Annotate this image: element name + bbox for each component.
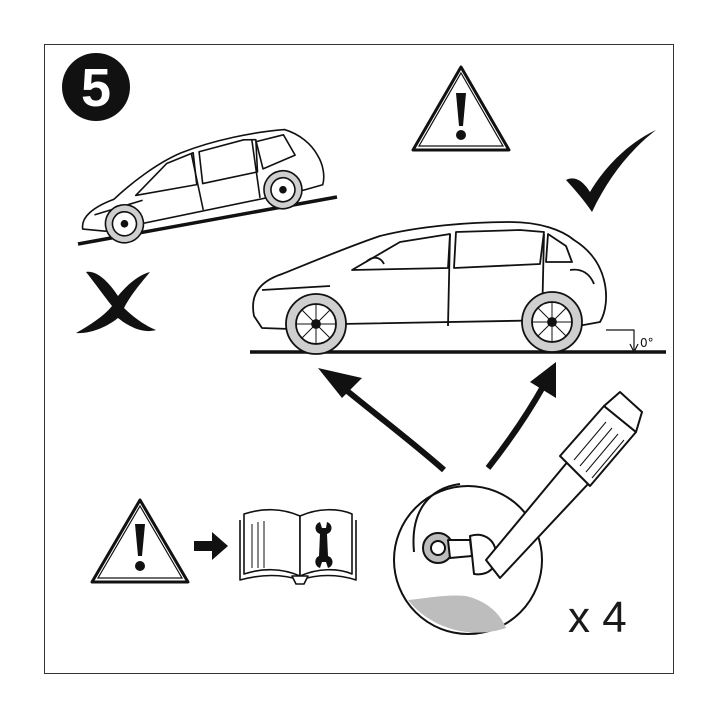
step-number-badge: 5	[62, 53, 130, 121]
arrow-to-car-rear	[485, 362, 556, 470]
step-number: 5	[81, 58, 111, 118]
warning-triangle-icon	[90, 498, 190, 584]
car-on-slope	[77, 128, 338, 246]
instruction-frame	[44, 44, 674, 674]
tire-valve-gauge-icon	[393, 391, 643, 635]
manual-book-wrench-icon	[239, 508, 357, 585]
car-level	[250, 221, 666, 355]
warning-triangle-icon	[411, 65, 511, 152]
arrow-to-manual	[194, 532, 228, 560]
cross-icon	[76, 271, 156, 334]
quantity-label: x 4	[568, 593, 627, 642]
level-angle-label: 0°	[640, 336, 654, 350]
arrow-to-car-front	[318, 368, 446, 473]
checkmark-icon	[566, 130, 656, 212]
